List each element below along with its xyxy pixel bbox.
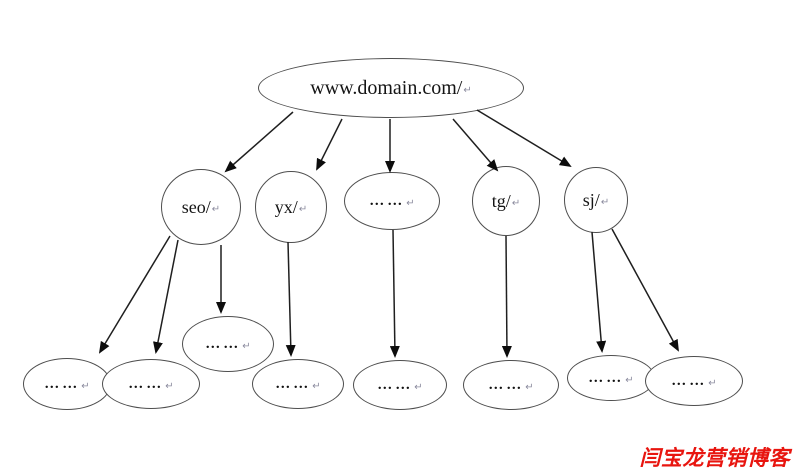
return-mark-icon: ↵ [165, 381, 174, 392]
node-seo-child-2: ……↵ [102, 359, 200, 409]
return-mark-icon: ↵ [406, 198, 415, 209]
node-root: www.domain.com/↵ [258, 58, 524, 118]
return-mark-icon: ↵ [312, 381, 321, 392]
node-yx: yx/↵ [255, 171, 327, 243]
node-more-l2: ……↵ [344, 172, 440, 230]
node-seo: seo/↵ [161, 169, 241, 245]
return-mark-icon: ↵ [414, 382, 423, 393]
node-label-more-child-1: …… [377, 376, 414, 393]
node-label-seo-child-1: …… [44, 375, 81, 392]
node-seo-child-3: ……↵ [182, 316, 274, 372]
node-label-yx: yx/ [274, 197, 298, 217]
node-label-more-l2: …… [369, 192, 406, 209]
node-more-child-1: ……↵ [353, 360, 447, 410]
return-mark-icon: ↵ [81, 381, 90, 392]
return-mark-icon: ↵ [298, 204, 308, 215]
node-sj-child-2: ……↵ [645, 356, 743, 406]
node-label-tg: tg/ [491, 191, 511, 211]
return-mark-icon: ↵ [511, 198, 521, 209]
node-label-seo-child-3: …… [205, 335, 242, 352]
node-label-sj-child-2: …… [671, 372, 708, 389]
node-tg: tg/↵ [472, 166, 540, 236]
node-label-yx-child-1: …… [275, 375, 312, 392]
node-sj-child-1: ……↵ [567, 355, 655, 401]
node-label-seo: seo/ [181, 197, 211, 217]
node-label-sj: sj/ [582, 190, 600, 210]
node-tg-child-1: ……↵ [463, 360, 559, 410]
node-label-seo-child-2: …… [128, 375, 165, 392]
node-sj: sj/↵ [564, 167, 628, 233]
node-label-sj-child-1: …… [588, 369, 625, 386]
node-seo-child-1: ……↵ [23, 358, 111, 410]
return-mark-icon: ↵ [625, 375, 634, 386]
node-label-tg-child-1: …… [488, 376, 525, 393]
node-yx-child-1: ……↵ [252, 359, 344, 409]
return-mark-icon: ↵ [463, 85, 472, 96]
return-mark-icon: ↵ [525, 382, 534, 393]
node-label-root: www.domain.com/ [310, 77, 463, 99]
return-mark-icon: ↵ [708, 378, 717, 389]
return-mark-icon: ↵ [211, 204, 221, 215]
return-mark-icon: ↵ [600, 197, 610, 208]
watermark-text: 闫宝龙营销博客 [639, 446, 790, 470]
return-mark-icon: ↵ [242, 341, 251, 352]
